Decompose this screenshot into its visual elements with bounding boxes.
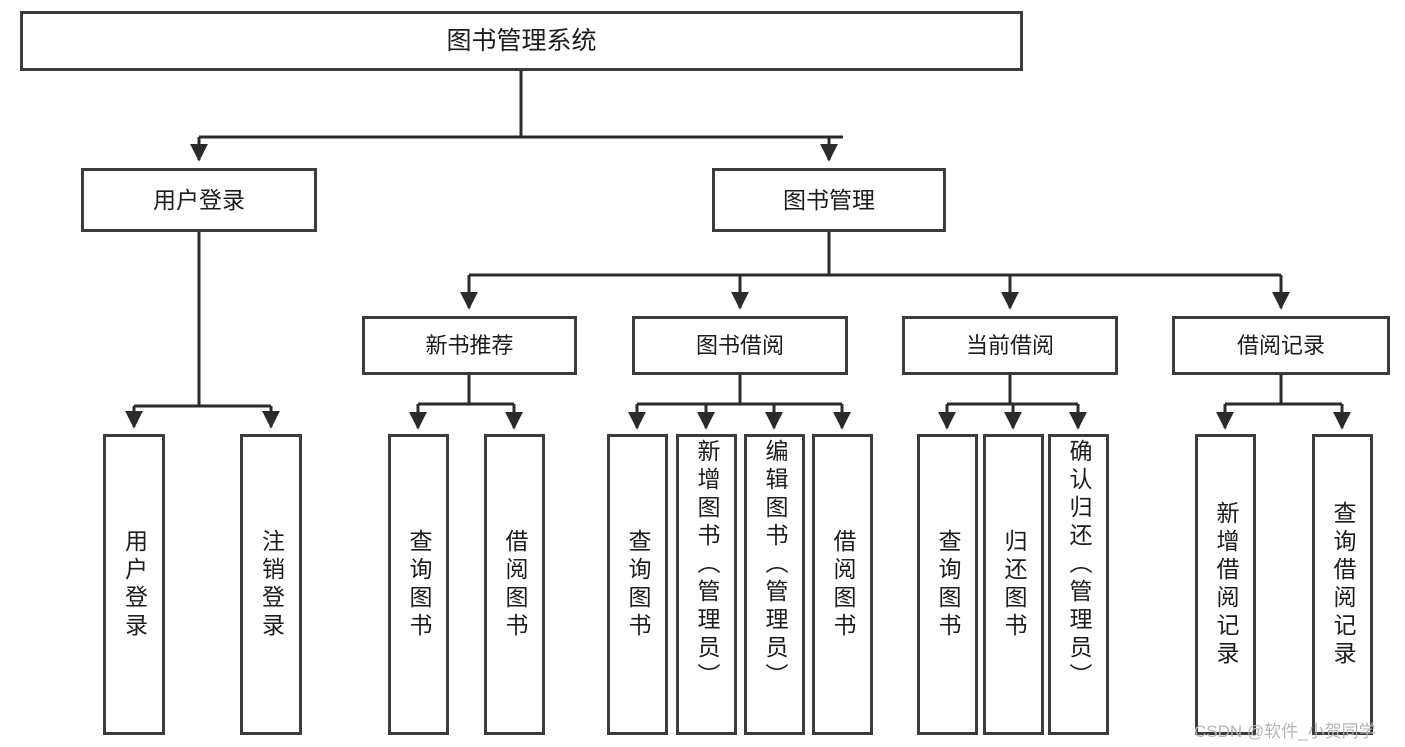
node-root-system[interactable]: 图书管理系统 <box>20 11 1023 71</box>
leaf-query-book-borrow[interactable]: 查询图书 <box>607 434 668 735</box>
node-book-management[interactable]: 图书管理 <box>712 168 946 232</box>
node-label: 新书推荐 <box>425 332 514 358</box>
node-label: 当前借阅 <box>965 332 1054 358</box>
node-borrow-record[interactable]: 借阅记录 <box>1172 316 1390 375</box>
leaf-label: 新增借阅记录 <box>1213 500 1239 669</box>
leaf-confirm-return-admin[interactable]: 确认归还（管理员） <box>1048 434 1109 735</box>
leaf-query-borrow-record[interactable]: 查询借阅记录 <box>1312 434 1373 735</box>
leaf-edit-book-admin[interactable]: 编辑图书（管理员） <box>744 434 805 735</box>
node-label: 图书管理系统 <box>446 26 597 55</box>
leaf-label: 查询图书 <box>406 528 432 641</box>
leaf-user-login[interactable]: 用户登录 <box>103 434 165 735</box>
leaf-label: 用户登录 <box>121 528 148 641</box>
leaf-label: 借阅图书 <box>502 528 528 641</box>
leaf-query-book-recommend[interactable]: 查询图书 <box>388 434 449 735</box>
leaf-add-borrow-record[interactable]: 新增借阅记录 <box>1195 434 1256 735</box>
node-label: 借阅记录 <box>1236 332 1325 358</box>
leaf-add-book-admin[interactable]: 新增图书（管理员） <box>676 434 737 735</box>
leaf-return-book[interactable]: 归还图书 <box>983 434 1044 735</box>
leaf-borrow-book-recommend[interactable]: 借阅图书 <box>484 434 545 735</box>
leaf-label: 确认归还（管理员） <box>1066 439 1092 691</box>
node-new-book-recommend[interactable]: 新书推荐 <box>362 316 577 375</box>
leaf-label: 编辑图书（管理员） <box>762 439 788 691</box>
node-current-borrow[interactable]: 当前借阅 <box>902 316 1118 375</box>
node-user-login[interactable]: 用户登录 <box>81 168 317 232</box>
node-label: 用户登录 <box>153 186 245 213</box>
leaf-borrow-book[interactable]: 借阅图书 <box>812 434 873 735</box>
leaf-label: 查询借阅记录 <box>1330 500 1356 669</box>
node-label: 图书借阅 <box>695 332 784 358</box>
node-book-borrow[interactable]: 图书借阅 <box>632 316 848 375</box>
node-label: 图书管理 <box>783 186 875 213</box>
leaf-label: 查询图书 <box>625 528 651 641</box>
leaf-label: 新增图书（管理员） <box>694 439 720 691</box>
leaf-label: 借阅图书 <box>830 528 856 641</box>
leaf-label: 注销登录 <box>258 528 285 641</box>
leaf-label: 查询图书 <box>935 528 961 641</box>
leaf-label: 归还图书 <box>1001 528 1027 641</box>
leaf-query-book-current[interactable]: 查询图书 <box>917 434 978 735</box>
leaf-logout[interactable]: 注销登录 <box>240 434 302 735</box>
